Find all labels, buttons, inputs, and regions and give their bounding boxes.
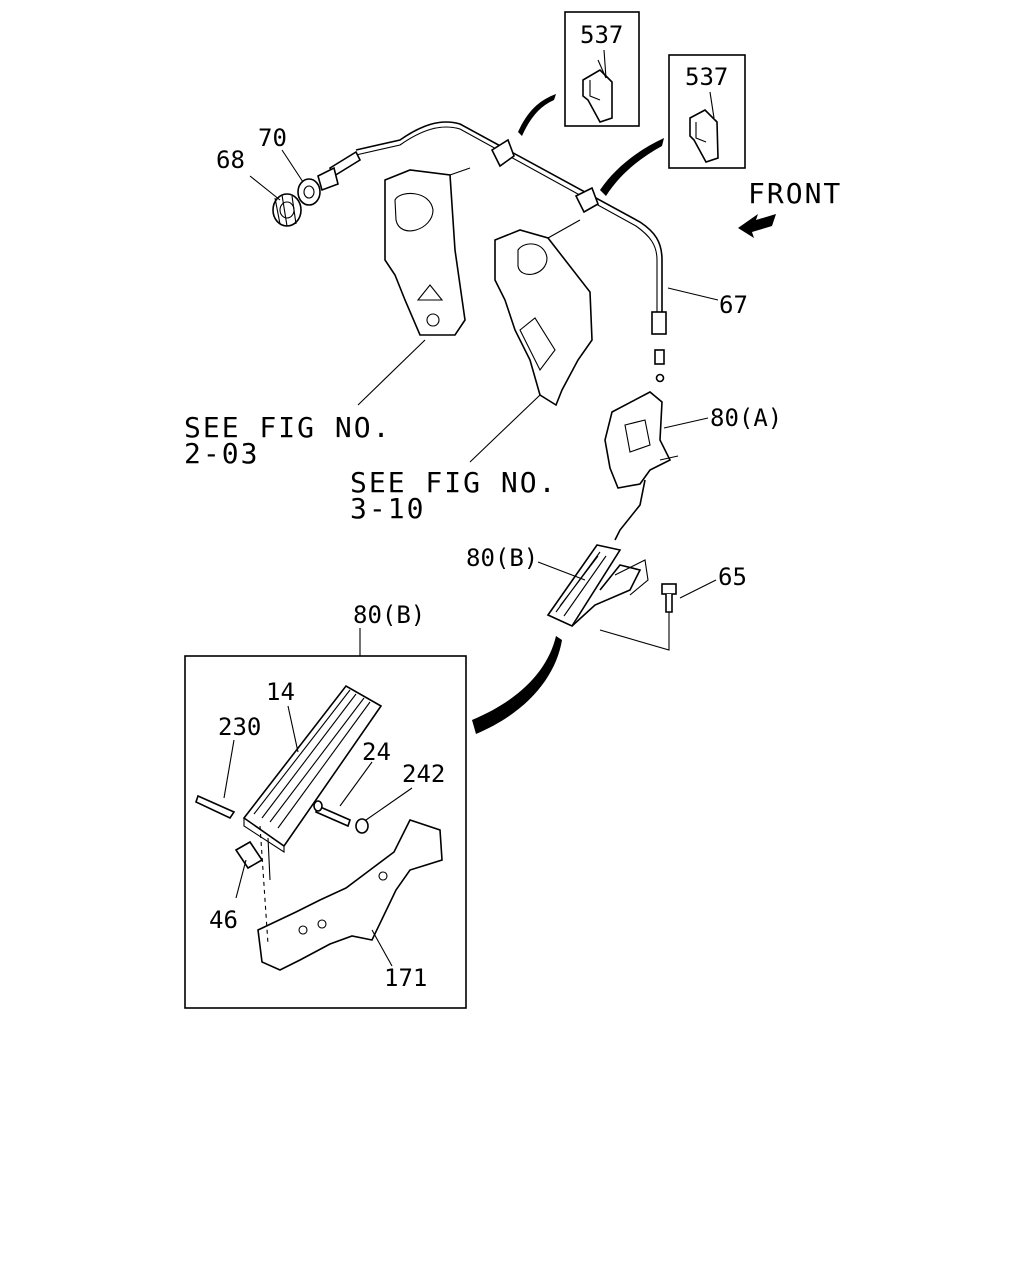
clip-537-detail-a <box>564 11 640 127</box>
bolt-65 <box>599 583 677 651</box>
accelerator-cable-67 <box>317 121 667 383</box>
label-24: 24 <box>362 738 391 766</box>
pedal-assembly-80b <box>546 544 649 628</box>
label-70: 70 <box>258 124 287 152</box>
label-65: 65 <box>718 563 747 591</box>
label-171: 171 <box>384 964 427 992</box>
detail-box-80b <box>184 655 467 1009</box>
label-242: 242 <box>402 760 445 788</box>
pedal-bracket-left <box>384 167 471 336</box>
label-80b-pedal: 80(B) <box>466 544 538 572</box>
label-80a: 80(A) <box>710 404 782 432</box>
pedal-bracket-right <box>494 219 593 407</box>
leader-sweep-537b <box>600 138 664 196</box>
clip-537-detail-b <box>668 54 746 169</box>
label-14: 14 <box>266 678 295 706</box>
label-537-a: 537 <box>580 21 623 49</box>
nut-68 <box>272 193 302 227</box>
leader-sweep-detail <box>472 636 562 734</box>
label-67: 67 <box>719 291 748 319</box>
pedal-assembly-80a <box>604 391 679 541</box>
see-fig-3-10-line1: SEE FIG NO. <box>350 466 557 499</box>
washer-70 <box>297 178 321 206</box>
label-68: 68 <box>216 146 245 174</box>
label-537-b: 537 <box>685 63 728 91</box>
leader-sweep-537a <box>518 94 556 136</box>
see-fig-2-03-line1: SEE FIG NO. <box>184 411 391 444</box>
label-80b-detail: 80(B) <box>353 601 425 629</box>
label-front: FRONT <box>748 177 842 210</box>
arrow-icon <box>738 214 776 238</box>
label-46: 46 <box>209 906 238 934</box>
label-230: 230 <box>218 713 261 741</box>
see-fig-3-10-line2: 3-10 <box>350 492 425 525</box>
leader-lines <box>223 49 719 967</box>
see-fig-2-03-line2: 2-03 <box>184 437 259 470</box>
